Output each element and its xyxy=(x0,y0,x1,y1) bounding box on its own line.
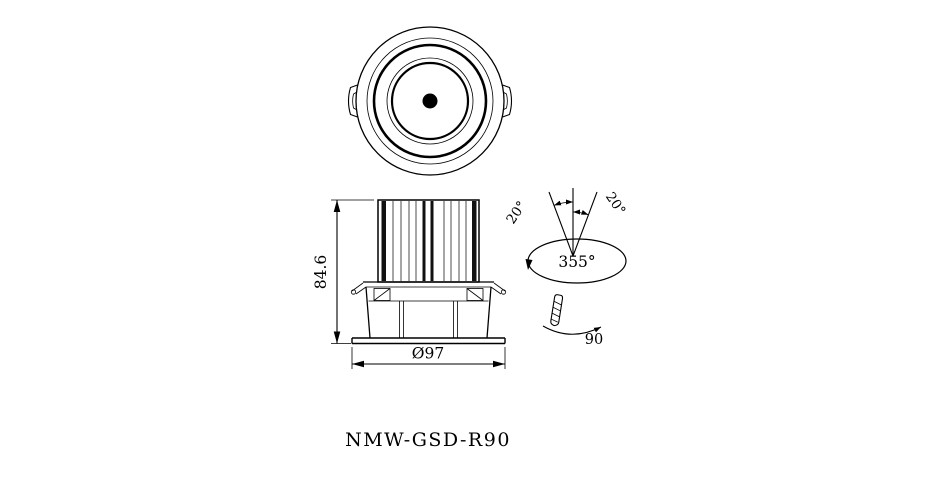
led-center-dot xyxy=(422,93,438,109)
top-view xyxy=(347,26,513,176)
tilt-right-label: 20° xyxy=(602,189,629,218)
bottom-flange xyxy=(351,337,506,345)
height-dimension: 84.6 xyxy=(312,199,374,344)
swivel-angle-label: 90 xyxy=(585,332,603,348)
tilt-left-label: 20° xyxy=(503,198,530,227)
swivel-pin xyxy=(550,294,564,327)
trim-body xyxy=(365,286,492,339)
rotation-angle-label: 355° xyxy=(558,253,595,271)
rotation-arrowhead xyxy=(525,259,533,270)
tilt-left-line xyxy=(548,191,574,257)
bezel-outer-circle xyxy=(366,37,494,165)
tilt-right-arc xyxy=(572,209,589,216)
heatsink-fins xyxy=(392,201,467,281)
left-clip xyxy=(347,84,358,118)
lens-outer-circle xyxy=(386,57,474,145)
diameter-dimension: Ø97 xyxy=(351,345,506,369)
right-clip xyxy=(502,84,513,118)
bezel-inner-ring xyxy=(372,43,488,159)
outer-trim-circle xyxy=(355,26,505,176)
side-view xyxy=(350,199,507,345)
swivel-diagram: 90 xyxy=(542,294,603,348)
swivel-arc xyxy=(542,325,602,335)
tilt-right-line xyxy=(572,191,598,257)
tilt-left-arc xyxy=(553,199,574,206)
drawing-title: NMW-GSD-R90 xyxy=(345,429,511,451)
heatsink-body xyxy=(377,199,480,283)
height-dimension-label: 84.6 xyxy=(312,255,330,290)
mounting-band xyxy=(350,281,507,295)
side-right-clip xyxy=(490,282,507,295)
diameter-dimension-label: Ø97 xyxy=(412,345,444,363)
tilt-angle-diagram: 20° 20° 355° xyxy=(503,188,629,284)
lens-inner-ring xyxy=(390,61,470,141)
side-left-clip xyxy=(350,282,367,295)
